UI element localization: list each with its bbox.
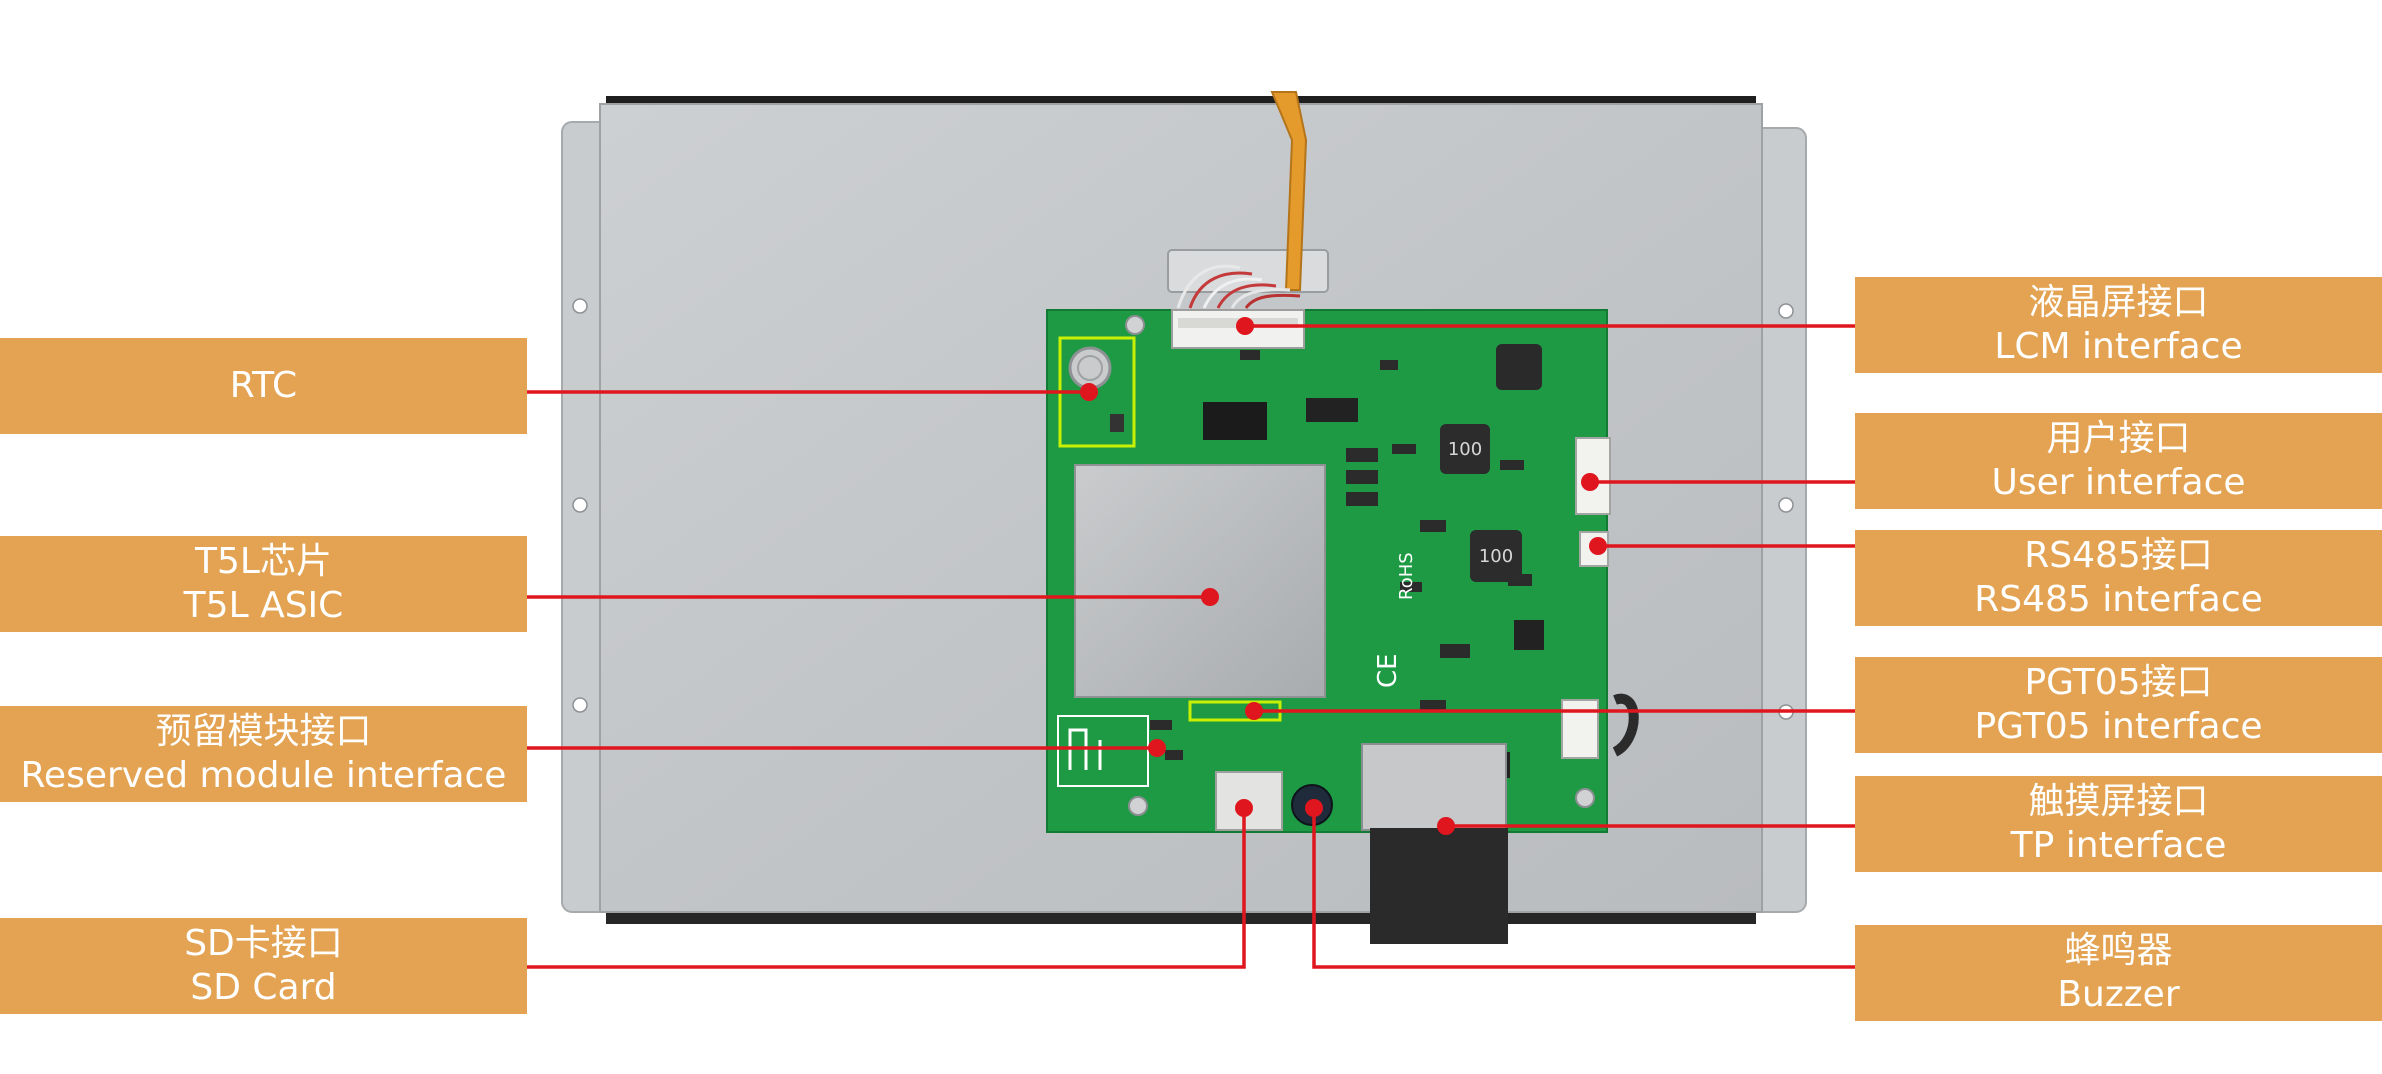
label-buzzer-line1: 蜂鸣器: [2064, 930, 2173, 971]
flex-cable: [1270, 91, 1308, 291]
label-sd-card: SD卡接口 SD Card: [0, 918, 527, 1014]
label-rs485-interface: RS485接口 RS485 interface: [1855, 530, 2382, 626]
reserved-module-area: [1057, 715, 1149, 787]
inductor-2: [1440, 424, 1490, 474]
label-lcm-interface: 液晶屏接口 LCM interface: [1855, 277, 2382, 373]
leader-line-sdcard: [527, 808, 1246, 969]
label-reserved-module-line2: Reserved module interface: [20, 755, 507, 796]
label-lcm-interface-line1: 液晶屏接口: [2028, 282, 2209, 323]
label-tp-interface-line1: 触摸屏接口: [2028, 781, 2209, 822]
label-tp-interface-line2: TP interface: [2010, 825, 2227, 866]
label-reserved-module-line1: 预留模块接口: [155, 711, 372, 752]
label-buzzer: 蜂鸣器 Buzzer: [1855, 925, 2382, 1021]
ce-mark: CE: [1373, 653, 1403, 688]
tp-flex-cable: [1370, 828, 1508, 944]
inductor-marking: 100: [1448, 439, 1482, 460]
label-rtc: RTC: [0, 338, 527, 434]
label-pgt05-interface-line1: PGT05接口: [2024, 662, 2213, 703]
label-user-interface: 用户接口 User interface: [1855, 413, 2382, 509]
label-rtc-line1: RTC: [229, 365, 298, 406]
pcb-board: 100 100 RoHS CE: [1046, 309, 1611, 833]
label-user-interface-line2: User interface: [1991, 462, 2246, 503]
label-pgt05-interface: PGT05接口 PGT05 interface: [1855, 657, 2382, 753]
label-buzzer-line2: Buzzer: [2057, 974, 2180, 1015]
t5l-asic-shield: [1074, 464, 1326, 698]
label-sd-card-line1: SD卡接口: [184, 923, 343, 964]
rohs-mark: RoHS: [1396, 552, 1417, 600]
label-rs485-interface-line2: RS485 interface: [1974, 579, 2263, 620]
leader-endpoints: [1080, 317, 1607, 835]
leader-line-buzzer: [1312, 808, 1855, 969]
label-t5l-asic-line2: T5L ASIC: [183, 585, 344, 626]
inductor-3: [1470, 530, 1522, 582]
label-pgt05-interface-line2: PGT05 interface: [1974, 706, 2263, 747]
wire-harness: [1176, 264, 1301, 309]
label-user-interface-line1: 用户接口: [2046, 418, 2191, 459]
label-sd-card-line2: SD Card: [190, 967, 337, 1008]
inductor-marking: 100: [1479, 546, 1513, 567]
leader-lines: [527, 324, 1855, 969]
label-lcm-interface-line2: LCM interface: [1994, 326, 2243, 367]
label-tp-interface: 触摸屏接口 TP interface: [1855, 776, 2382, 872]
label-t5l-asic: T5L芯片 T5L ASIC: [0, 536, 527, 632]
ic-chip: [1203, 402, 1267, 440]
tp-connector: [1361, 743, 1507, 831]
coin-cell-battery: [1068, 346, 1112, 390]
label-t5l-asic-line1: T5L芯片: [195, 541, 332, 582]
inductor-1: [1496, 344, 1542, 390]
label-reserved-module: 预留模块接口 Reserved module interface: [0, 706, 527, 802]
label-rs485-interface-line1: RS485接口: [2024, 535, 2213, 576]
